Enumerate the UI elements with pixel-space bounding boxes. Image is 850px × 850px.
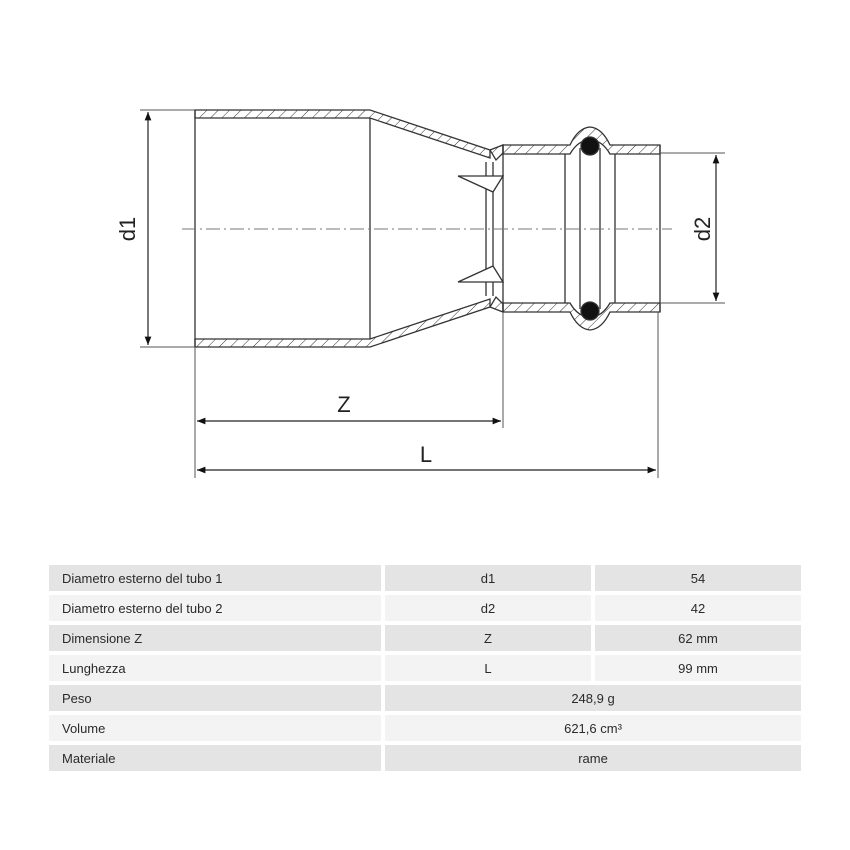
row-symbol: Z — [385, 625, 591, 651]
row-label: Peso — [49, 685, 381, 711]
fitting-body — [194, 109, 661, 348]
table-row: Diametro esterno del tubo 2 d2 42 — [49, 595, 801, 621]
row-label: Volume — [49, 715, 381, 741]
row-label: Diametro esterno del tubo 2 — [49, 595, 381, 621]
table-row: Peso 248,9 g — [49, 685, 801, 711]
row-label: Materiale — [49, 745, 381, 771]
row-symbol: d2 — [385, 595, 591, 621]
label-l: L — [420, 442, 432, 467]
table-row: Diametro esterno del tubo 1 d1 54 — [49, 565, 801, 591]
row-label: Lunghezza — [49, 655, 381, 681]
dimension-z: Z — [197, 392, 501, 425]
label-d1: d1 — [115, 217, 140, 241]
row-label: Diametro esterno del tubo 1 — [49, 565, 381, 591]
dimension-d2: d2 — [690, 155, 720, 301]
row-value: rame — [385, 745, 801, 771]
row-value: 62 mm — [595, 625, 801, 651]
label-z: Z — [337, 392, 350, 417]
dimension-d1: d1 — [115, 112, 152, 345]
label-d2: d2 — [690, 217, 715, 241]
row-value: 99 mm — [595, 655, 801, 681]
table-row: Materiale rame — [49, 745, 801, 771]
row-value: 248,9 g — [385, 685, 801, 711]
technical-drawing: d1 d2 Z L — [115, 109, 725, 478]
spec-table: Diametro esterno del tubo 1 d1 54 Diamet… — [49, 565, 801, 775]
row-symbol: d1 — [385, 565, 591, 591]
row-symbol: L — [385, 655, 591, 681]
table-row: Dimensione Z Z 62 mm — [49, 625, 801, 651]
row-value: 54 — [595, 565, 801, 591]
row-value: 42 — [595, 595, 801, 621]
table-row: Lunghezza L 99 mm — [49, 655, 801, 681]
table-row: Volume 621,6 cm³ — [49, 715, 801, 741]
row-label: Dimensione Z — [49, 625, 381, 651]
dimension-l: L — [197, 442, 656, 474]
row-value: 621,6 cm³ — [385, 715, 801, 741]
